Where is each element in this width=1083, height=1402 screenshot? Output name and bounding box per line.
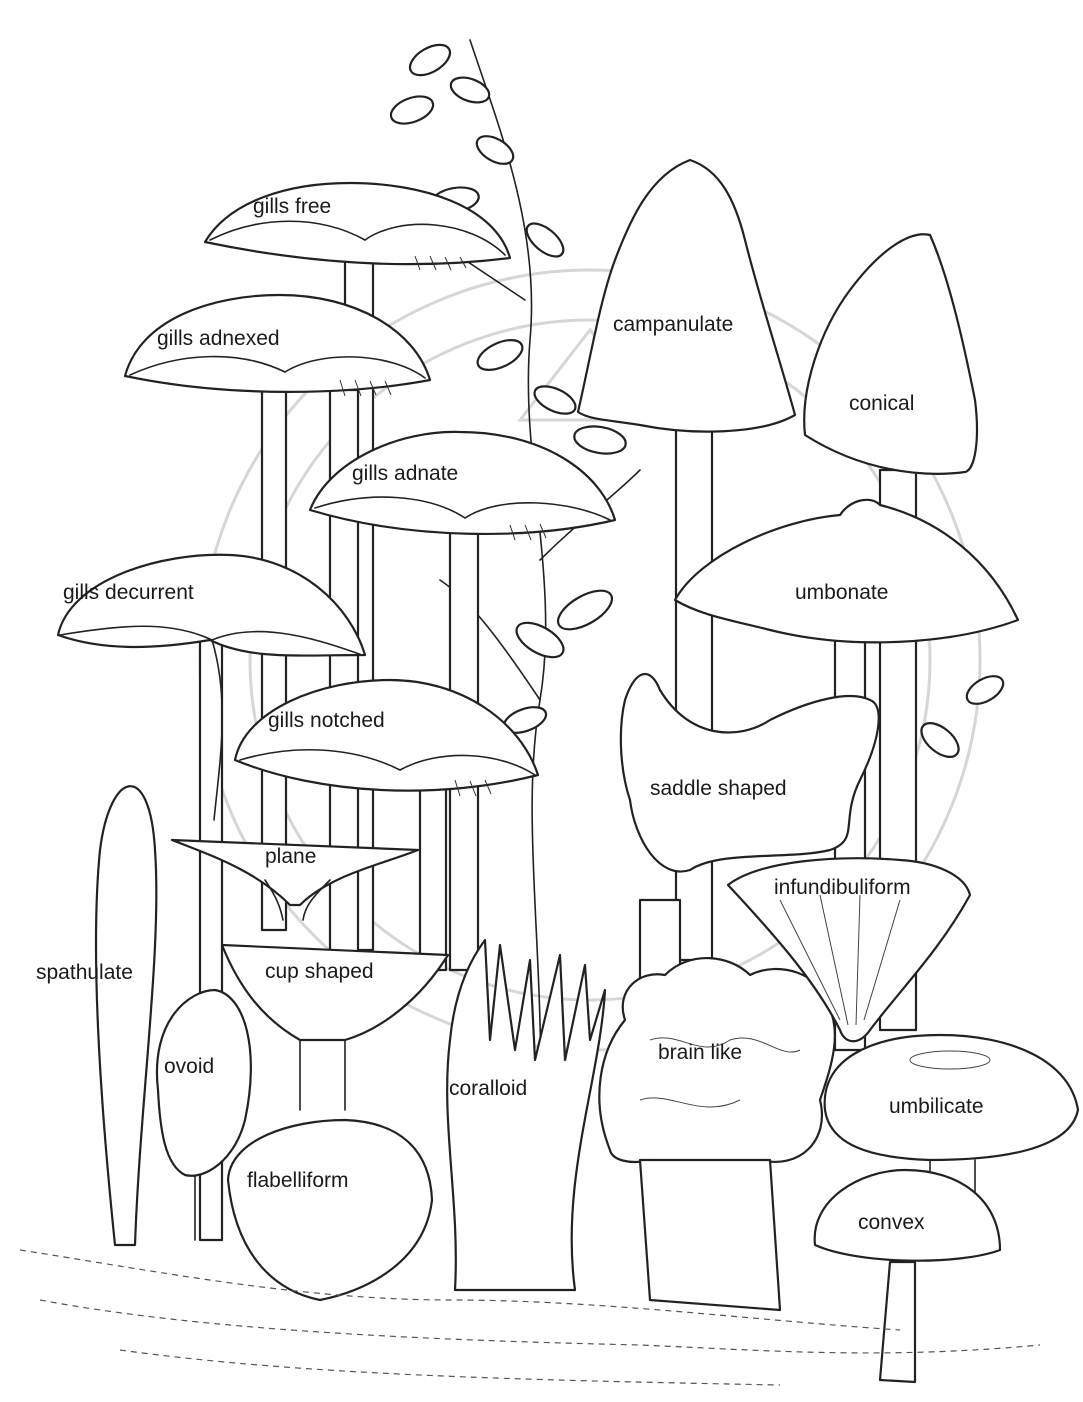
label-gills-decurrent: gills decurrent: [63, 582, 194, 603]
label-cup-shaped: cup shaped: [265, 961, 374, 982]
label-campanulate: campanulate: [613, 314, 733, 335]
cap-saddle-shaped: [621, 674, 879, 872]
label-conical: conical: [849, 393, 914, 414]
label-ovoid: ovoid: [164, 1056, 214, 1077]
label-flabelliform: flabelliform: [247, 1170, 349, 1191]
label-convex: convex: [858, 1212, 925, 1233]
label-coralloid: coralloid: [449, 1078, 527, 1099]
label-saddle-shaped: saddle shaped: [650, 778, 787, 799]
label-umbilicate: umbilicate: [889, 1096, 984, 1117]
cap-coralloid: [447, 940, 605, 1290]
label-infundibuliform: infundibuliform: [774, 877, 911, 898]
label-plane: plane: [265, 846, 316, 867]
label-gills-free: gills free: [253, 196, 331, 217]
label-brain-like: brain like: [658, 1042, 742, 1063]
label-spathulate: spathulate: [36, 962, 133, 983]
cap-brain-like: [599, 958, 834, 1310]
cap-spathulate: [96, 786, 156, 1245]
cap-flabelliform: [228, 1120, 432, 1300]
cap-convex: [815, 1170, 1000, 1382]
cap-umbonate: [675, 500, 1018, 643]
cap-conical: [804, 234, 977, 474]
cap-campanulate: [578, 160, 795, 432]
label-umbonate: umbonate: [795, 582, 888, 603]
label-gills-notched: gills notched: [268, 710, 385, 731]
label-gills-adnexed: gills adnexed: [157, 328, 280, 349]
label-gills-adnate: gills adnate: [352, 463, 458, 484]
